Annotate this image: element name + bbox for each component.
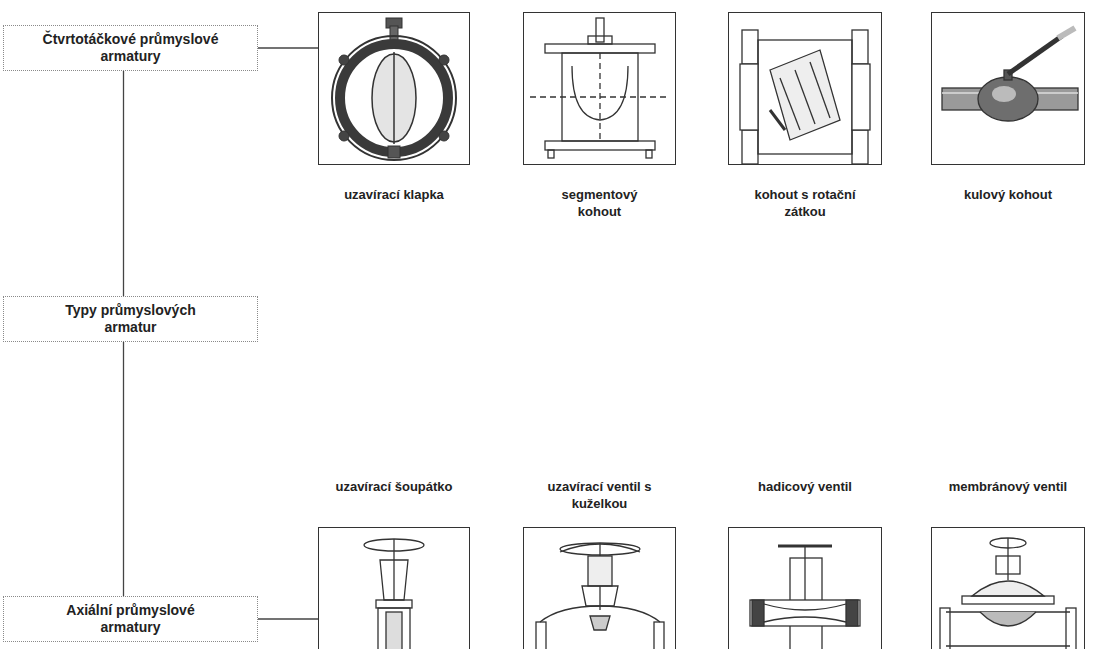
valve-caption: kohout s rotační zátkou (741, 186, 869, 220)
plug-valve-drawing (740, 30, 870, 164)
category-box: Axiální průmyslové armatury (3, 596, 258, 642)
gate-valve-drawing (364, 539, 424, 649)
category-box: Čtvrtotáčkové průmyslové armatury (3, 25, 258, 71)
category-label: Typy průmyslových armatur (41, 302, 221, 336)
valve-caption: segmentový kohout (552, 186, 647, 220)
valve-frame: uzavírací ventil s kuželkou (523, 527, 676, 649)
valve-frame: kohout s rotační zátkou (728, 12, 882, 165)
diaphragm-valve-drawing (940, 538, 1076, 649)
valve-caption: uzavírací klapka (324, 186, 464, 203)
valve-frame: membránový ventil (931, 527, 1085, 649)
connector-line (258, 618, 318, 619)
ball-valve-drawing (942, 28, 1078, 121)
valve-frame: hadicový ventil (728, 527, 882, 649)
segment-valve-drawing (530, 18, 670, 158)
category-label: Axiální průmyslové armatury (41, 602, 221, 636)
valve-caption: hadicový ventil (735, 478, 875, 495)
connector-line (123, 71, 124, 296)
globe-valve-drawing (536, 543, 664, 649)
butterfly-valve-drawing (332, 18, 456, 160)
valve-caption: kulový kohout (938, 186, 1078, 203)
valve-frame: uzavírací šoupátko (318, 527, 470, 649)
valve-caption: uzavírací šoupátko (319, 478, 469, 495)
pinch-valve-drawing (750, 546, 860, 649)
category-label: Čtvrtotáčkové průmyslové armatury (41, 31, 221, 65)
category-box: Typy průmyslových armatur (3, 296, 258, 342)
valve-frame: uzavírací klapka (318, 12, 470, 165)
valve-frame: segmentový kohout (523, 12, 676, 165)
valve-caption: uzavírací ventil s kuželkou (539, 478, 661, 512)
connector-line (258, 47, 318, 48)
connector-line (123, 342, 124, 596)
valve-frame: kulový kohout (931, 12, 1085, 165)
valve-caption: membránový ventil (933, 478, 1083, 495)
